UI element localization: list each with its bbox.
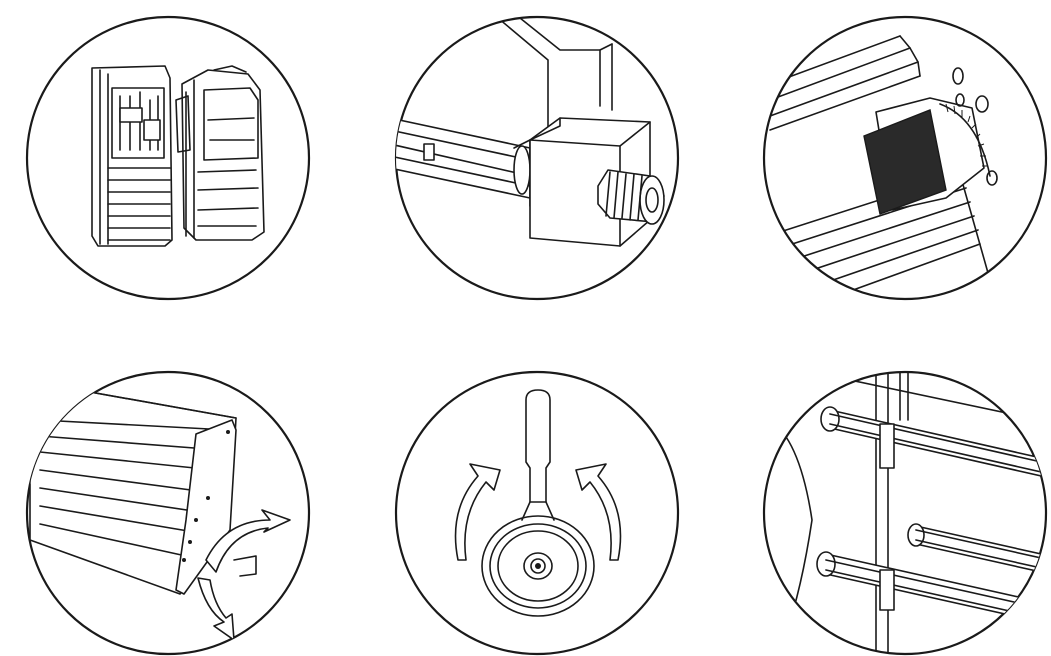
tube-rail-icon (769, 372, 1046, 654)
panel-tube-rail (762, 370, 1048, 656)
panel-knurled-dial (762, 15, 1048, 301)
rotating-bar-icon (29, 391, 291, 641)
knurled-dial-icon (769, 35, 998, 299)
panel-lever (394, 370, 680, 656)
lever-icon (454, 389, 622, 617)
end-cap-icon (91, 65, 265, 247)
panel-knob-bracket (394, 15, 680, 301)
knob-bracket-icon (396, 17, 665, 247)
panel-rotating-bar (25, 370, 311, 656)
panel-end-cap (25, 15, 311, 301)
